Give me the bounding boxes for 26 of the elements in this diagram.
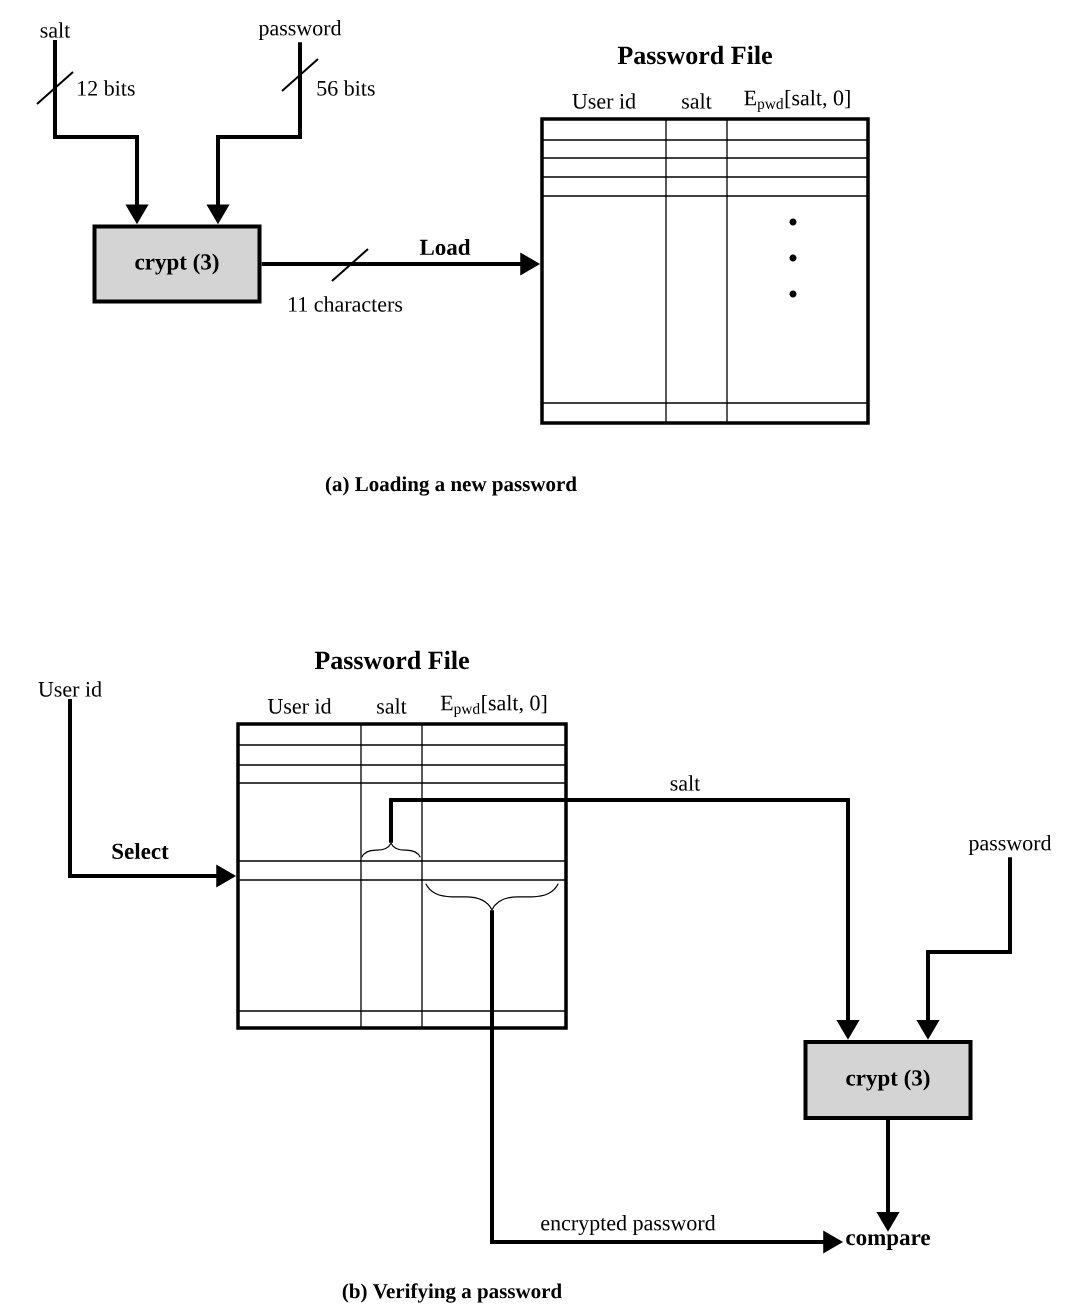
input-label: salt <box>40 22 71 38</box>
input-label: password <box>258 20 342 40</box>
curly-brace <box>361 842 421 858</box>
caption: (a) Loading a new password <box>325 476 577 496</box>
process-box: crypt (3) <box>803 1040 973 1120</box>
input-label: password <box>968 835 1052 855</box>
edge-label: salt <box>668 774 702 792</box>
curly-brace <box>425 883 559 911</box>
column-header: salt <box>682 93 712 109</box>
edge-label: encrypted password <box>539 1214 717 1236</box>
edge-label: 56 bits <box>315 79 377 97</box>
input-label: User id <box>38 681 102 697</box>
table-title: Password File <box>314 650 469 670</box>
result-label: compare <box>846 1234 930 1250</box>
column-header: E$_{pwd}$[salt, 0] <box>744 89 850 113</box>
edge-label: Load <box>418 237 472 257</box>
column-header: E$_{pwd}$[salt, 0] <box>440 694 547 718</box>
column-header: User id <box>267 698 332 714</box>
bus-width-label: 11 characters <box>289 296 403 312</box>
edge-label: 12 bits <box>75 79 137 97</box>
table-title: Password File <box>617 45 772 65</box>
process-box: crypt (3) <box>92 224 262 304</box>
column-header: salt <box>377 698 407 714</box>
edge-label: Select <box>110 841 170 861</box>
column-header: User id <box>572 93 636 109</box>
caption: (b) Verifying a password <box>342 1283 562 1303</box>
